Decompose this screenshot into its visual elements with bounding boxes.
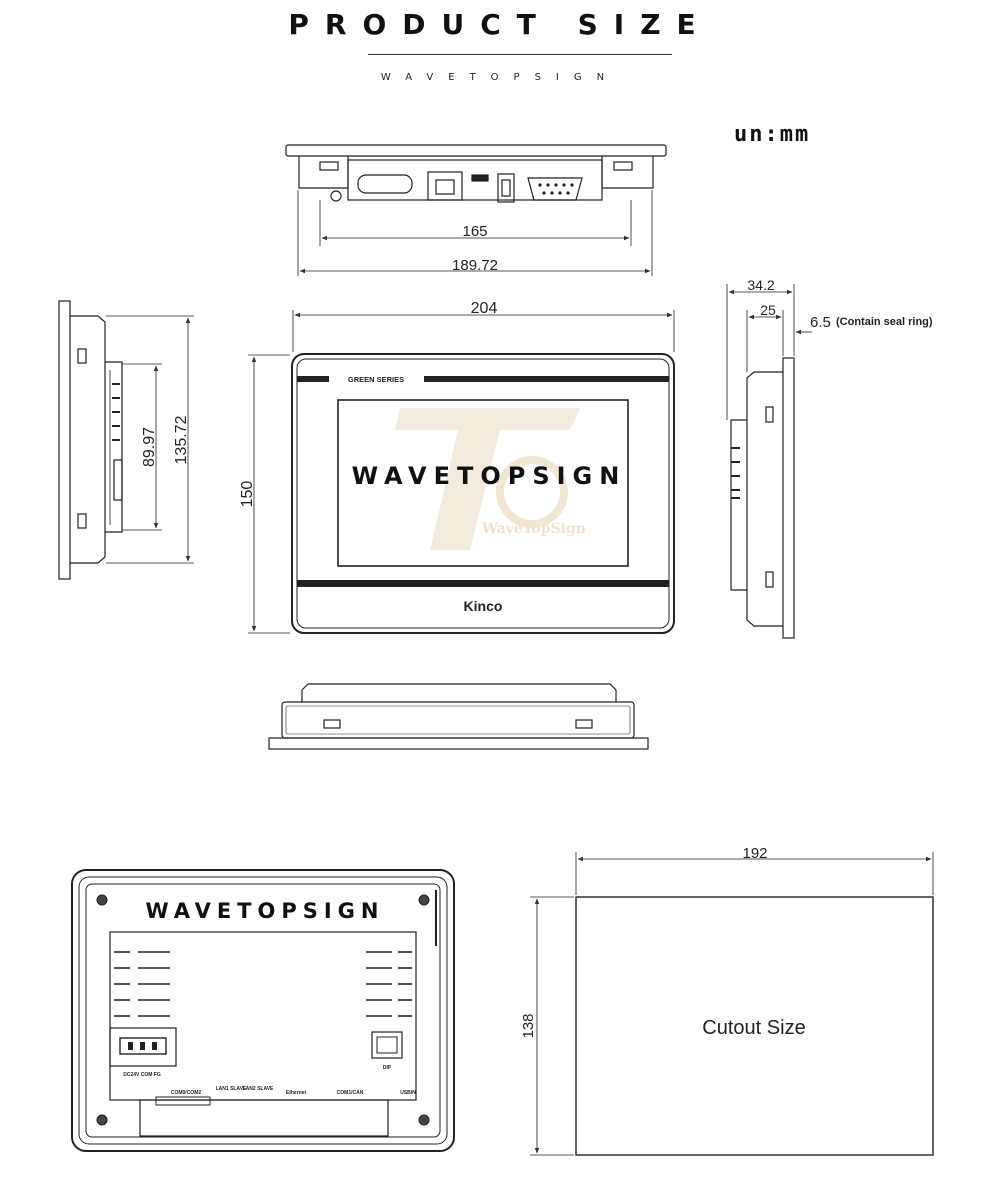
dim-204: 204 — [471, 300, 498, 317]
dim-138: 138 — [520, 1013, 537, 1038]
dip-label: DIP — [383, 1065, 392, 1071]
front-view — [248, 310, 675, 634]
series-label: GREEN SERIES — [348, 375, 404, 384]
brand-logo: Kinco — [464, 598, 503, 614]
top-view — [285, 144, 667, 276]
dim-165: 165 — [462, 223, 487, 240]
power-label: DC24V COM FG — [123, 1072, 161, 1078]
bottom-view — [268, 683, 649, 750]
rear-label: WAVETOPSIGN — [146, 899, 385, 923]
dim-6-5: 6.5 — [810, 314, 831, 331]
right-side-view — [726, 284, 812, 639]
cutout-label: Cutout Size — [702, 1017, 805, 1039]
screen-text: WAVETOPSIGN — [352, 462, 627, 490]
watermark-text: WaveTopSign — [481, 521, 586, 537]
port-label: LAN2 SLAVE — [243, 1086, 274, 1092]
cutout-view — [530, 852, 934, 1156]
rear-view — [71, 869, 455, 1152]
port-label: Ethernet — [286, 1090, 307, 1096]
port-label: LAN1 SLAVE — [216, 1086, 247, 1092]
page-subtitle: WAVETOPSIGN — [380, 72, 620, 83]
dim-135-72: 135.72 — [173, 415, 190, 464]
dim-89-97: 89.97 — [141, 427, 158, 467]
title-underline — [368, 54, 672, 55]
page-title: PRODUCT SIZE — [288, 8, 712, 41]
port-label: COM1/CAN — [337, 1090, 364, 1096]
dim-150: 150 — [239, 481, 256, 508]
port-label: COM0/COM2 — [171, 1090, 202, 1096]
dim-192: 192 — [742, 845, 767, 862]
unit-label: un:mm — [734, 122, 811, 147]
left-side-view — [58, 300, 194, 580]
seal-ring-note: (Contain seal ring) — [836, 316, 933, 328]
port-label: USBIN — [400, 1090, 416, 1096]
dim-34-2: 34.2 — [747, 277, 774, 293]
dim-25: 25 — [760, 302, 776, 318]
dim-189-72: 189.72 — [452, 257, 498, 274]
